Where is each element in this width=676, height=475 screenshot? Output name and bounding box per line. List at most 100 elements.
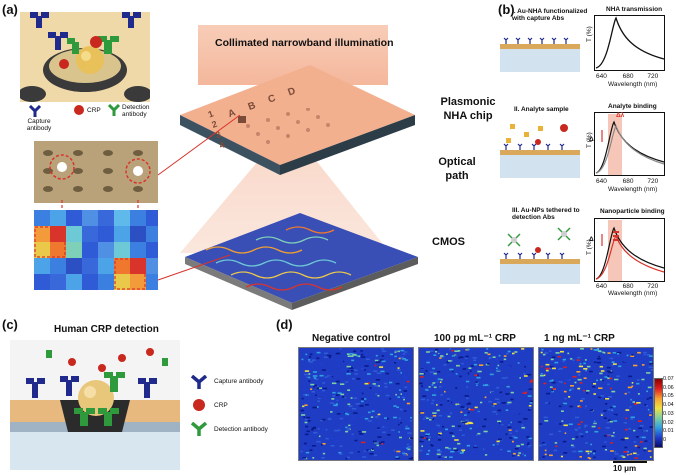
heatmap-speckle xyxy=(586,436,590,438)
heatmap-speckle xyxy=(433,354,437,356)
heatmap-speckle xyxy=(611,355,616,358)
heatmap-speckle xyxy=(445,433,449,435)
heatmap-speckle xyxy=(593,393,596,395)
heatmap-speckle xyxy=(558,380,562,383)
heatmap-speckle xyxy=(348,405,353,407)
heatmap-speckle xyxy=(529,417,533,420)
heatmap-speckle xyxy=(421,385,424,387)
heatmap-speckle xyxy=(445,446,449,449)
heatmap-speckle xyxy=(549,380,554,382)
heatmap-speckle xyxy=(615,354,620,357)
heatmap-speckle xyxy=(361,414,365,417)
heatmap-background xyxy=(419,348,533,460)
heatmap-speckle xyxy=(646,354,651,356)
heatmap-speckle xyxy=(320,444,323,446)
heatmap-speckle xyxy=(647,450,652,452)
heatmap-speckle xyxy=(377,385,380,387)
heatmap-speckle xyxy=(498,354,501,357)
heatmap-speckle xyxy=(490,391,495,394)
heatmap-speckle xyxy=(461,434,465,437)
heatmap-speckle xyxy=(524,454,527,457)
heatmap-speckle xyxy=(636,382,640,385)
heatmap-speckle xyxy=(593,456,596,459)
panel-d-title-1ng: 1 ng mL⁻¹ CRP xyxy=(544,333,615,344)
heatmap-speckle xyxy=(361,353,364,356)
heatmap-speckle xyxy=(489,373,494,376)
heatmap-speckle xyxy=(565,379,570,381)
heatmap-speckle xyxy=(461,449,466,452)
heatmap-speckle xyxy=(544,449,547,452)
heatmap-speckle xyxy=(350,397,353,399)
heatmap-speckle xyxy=(439,431,442,433)
panel-d-title-100pg: 100 pg mL⁻¹ CRP xyxy=(434,333,516,344)
heatmap-speckle xyxy=(551,381,556,384)
heatmap-speckle xyxy=(504,380,507,382)
heatmap-speckle xyxy=(528,437,532,440)
heatmap-speckle xyxy=(549,386,553,388)
heatmap-speckle xyxy=(374,364,377,367)
heatmap-speckle xyxy=(514,448,519,450)
heatmap-speckle xyxy=(357,348,360,350)
plot1-ylabel: T (%) xyxy=(586,26,593,42)
heatmap-speckle xyxy=(366,358,370,361)
heatmap-speckle xyxy=(607,383,610,386)
heatmap-speckle xyxy=(350,370,354,372)
heatmap-speckle xyxy=(574,413,577,416)
heatmap-speckle xyxy=(516,427,521,430)
heatmap-speckle xyxy=(345,430,349,433)
heatmap-speckle xyxy=(434,446,437,448)
heatmap-speckle xyxy=(627,428,632,430)
heatmap-speckle xyxy=(384,358,389,361)
heatmap-speckle xyxy=(432,394,437,396)
heatmap-speckle xyxy=(340,426,342,429)
crp-well-illustration xyxy=(10,340,180,470)
heatmap-speckle xyxy=(378,442,382,444)
nha-micrograph xyxy=(34,141,158,203)
heatmap-speckle xyxy=(444,390,446,393)
heatmap-speckle xyxy=(494,398,500,400)
heatmap-speckle xyxy=(603,352,606,354)
heatmap-speckle xyxy=(549,454,553,457)
heatmap-speckle xyxy=(492,444,495,446)
heatmap-speckle xyxy=(360,400,364,403)
heatmap-speckle xyxy=(383,362,385,364)
heatmap-speckle xyxy=(377,413,381,416)
heatmap-speckle xyxy=(496,440,500,443)
heatmap-speckle xyxy=(353,438,356,441)
heatmap-speckle xyxy=(419,449,423,452)
heatmap-speckle xyxy=(397,396,400,398)
heatmap-speckle xyxy=(351,355,354,357)
heatmap-speckle xyxy=(562,358,566,361)
heatmap-speckle xyxy=(546,369,549,372)
heatmap-speckle xyxy=(333,404,338,407)
heatmap-speckle xyxy=(611,385,614,387)
heatmap-speckle xyxy=(304,421,308,424)
heatmap-speckle xyxy=(552,388,556,390)
heatmap-speckle xyxy=(406,447,409,449)
heatmap-speckle xyxy=(554,442,558,444)
plot2-curve xyxy=(594,112,665,176)
heatmap-speckle xyxy=(593,421,596,424)
heatmap-speckle xyxy=(448,401,452,404)
heatmap-speckle xyxy=(520,443,524,446)
heatmap-speckle xyxy=(372,383,376,385)
heatmap-speckle xyxy=(328,376,333,378)
heatmap-speckle xyxy=(609,377,613,380)
heatmap-speckle xyxy=(466,444,470,447)
heatmap-speckle xyxy=(437,450,442,453)
heatmap-100pg-image xyxy=(419,348,533,460)
heatmap-speckle xyxy=(578,450,583,453)
panel-c-title: Human CRP detection xyxy=(54,324,159,335)
heatmap-speckle xyxy=(305,425,309,428)
heatmap-speckle xyxy=(468,422,474,425)
heatmap-speckle xyxy=(395,393,397,396)
plot3-xticks: 640 680 720 xyxy=(596,283,674,290)
heatmap-speckle xyxy=(626,354,629,357)
heatmap-speckle xyxy=(568,429,572,432)
heatmap-speckle xyxy=(346,428,351,431)
heatmap-speckle xyxy=(542,443,547,446)
heatmap-speckle xyxy=(568,396,571,398)
heatmap-speckle xyxy=(314,378,319,381)
heatmap-speckle xyxy=(584,424,588,427)
colorbar xyxy=(654,378,663,448)
